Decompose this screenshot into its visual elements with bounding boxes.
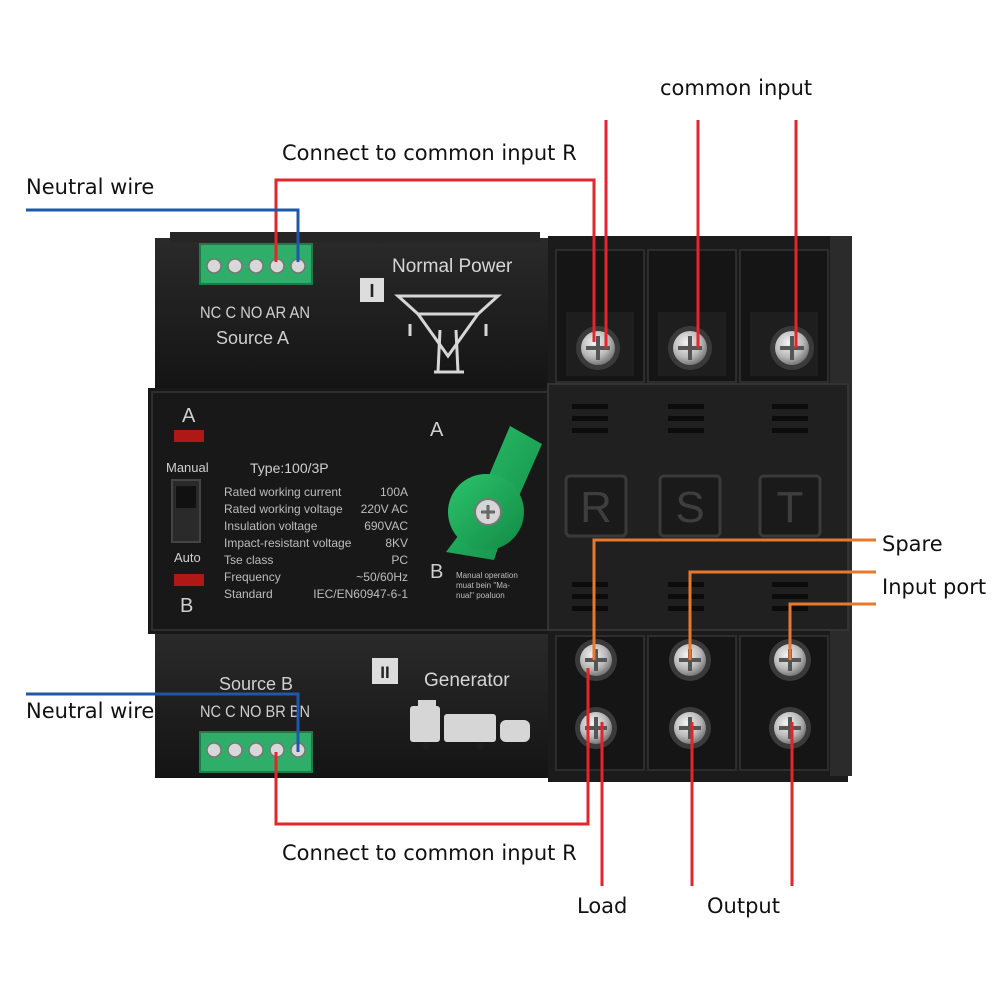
mode-manual-label: Manual <box>166 460 209 475</box>
indicator-b-led <box>174 574 204 586</box>
normal-power-title: Normal Power <box>392 256 513 277</box>
phase-label-s: S <box>675 483 704 532</box>
switch-b-label: B <box>430 561 443 583</box>
manual-note-line-2: muat bein "Ma- <box>456 581 510 590</box>
phase-label-t: T <box>777 483 804 532</box>
indicator-a-label: A <box>182 405 196 427</box>
manual-note-line-3: nual" poaluon <box>456 591 505 600</box>
source-b-roman: II <box>380 663 389 682</box>
common-input-wires <box>604 120 798 348</box>
source-b-pins: NC C NO BR BN <box>200 702 310 721</box>
screw-bottom-r-1 <box>575 639 617 681</box>
source-b-terminal-block <box>199 731 313 773</box>
spec-name: Rated working voltage <box>224 502 343 516</box>
phase-box-s <box>658 474 722 538</box>
screw-bottom-s-2 <box>669 707 711 749</box>
spec-name: Frequency <box>224 570 281 584</box>
neutral-wire-bottom-label: Neutral wire <box>26 699 155 723</box>
spec-value: 8KV <box>385 536 408 550</box>
screw-top-t <box>770 326 814 370</box>
spec-name: Rated working current <box>224 485 342 499</box>
screw-bottom-r-2 <box>575 707 617 749</box>
generator-icon <box>410 700 530 750</box>
screw-bottom-t-2 <box>769 707 811 749</box>
manual-operation-knob[interactable] <box>446 426 542 560</box>
switch-a-label: A <box>430 419 444 441</box>
power-pylon-icon <box>394 294 502 374</box>
phase-box-r <box>564 474 628 538</box>
mode-auto-label: Auto <box>174 550 201 565</box>
manual-note-line-1: Manual operation <box>456 571 518 580</box>
source-a-label: Source A <box>216 328 289 348</box>
source-a-roman: I <box>369 281 374 301</box>
spec-value: 100A <box>380 485 408 499</box>
spec-value: PC <box>391 553 408 567</box>
neutral-bottom-wire <box>26 692 300 752</box>
load-label: Load <box>577 894 628 918</box>
spare-label: Spare <box>882 532 943 556</box>
generator-title: Generator <box>424 670 510 691</box>
type-label: Type:100/3P <box>250 460 329 476</box>
neutral-wire-top-label: Neutral wire <box>26 175 155 199</box>
output-wires <box>600 722 794 886</box>
indicator-b-label: B <box>180 595 193 617</box>
connect-r-top-label: Connect to common input R <box>282 141 577 165</box>
connect-r-top-wire <box>274 178 596 342</box>
spec-name: Impact-resistant voltage <box>224 536 352 550</box>
screw-top-r <box>576 326 620 370</box>
vent-slots-upper <box>572 404 808 433</box>
input-port-wires <box>592 538 876 660</box>
spec-table: Rated working current 100A Rated working… <box>224 485 408 601</box>
phase-box-t <box>758 474 822 538</box>
connect-r-bottom-wire <box>274 668 590 826</box>
source-a-terminal-block <box>199 243 313 285</box>
output-label: Output <box>707 894 780 918</box>
spec-name: Insulation voltage <box>224 519 318 533</box>
input-port-label: Input port <box>882 575 987 599</box>
source-a-pins: NC C NO AR AN <box>200 303 310 322</box>
neutral-top-wire <box>26 208 300 262</box>
spec-name: Tse class <box>224 553 273 567</box>
phase-label-r: R <box>580 483 612 532</box>
spec-value: IEC/EN60947-6-1 <box>313 587 408 601</box>
spec-name: Standard <box>224 587 273 601</box>
spec-value: 690VAC <box>364 519 408 533</box>
spec-value: ~50/60Hz <box>356 570 408 584</box>
indicator-a-led <box>174 430 204 442</box>
source-b-label: Source B <box>219 674 293 694</box>
connect-r-bottom-label: Connect to common input R <box>282 841 577 865</box>
common-input-label: common input <box>660 76 813 100</box>
spec-value: 220V AC <box>361 502 409 516</box>
screw-top-s <box>668 326 712 370</box>
